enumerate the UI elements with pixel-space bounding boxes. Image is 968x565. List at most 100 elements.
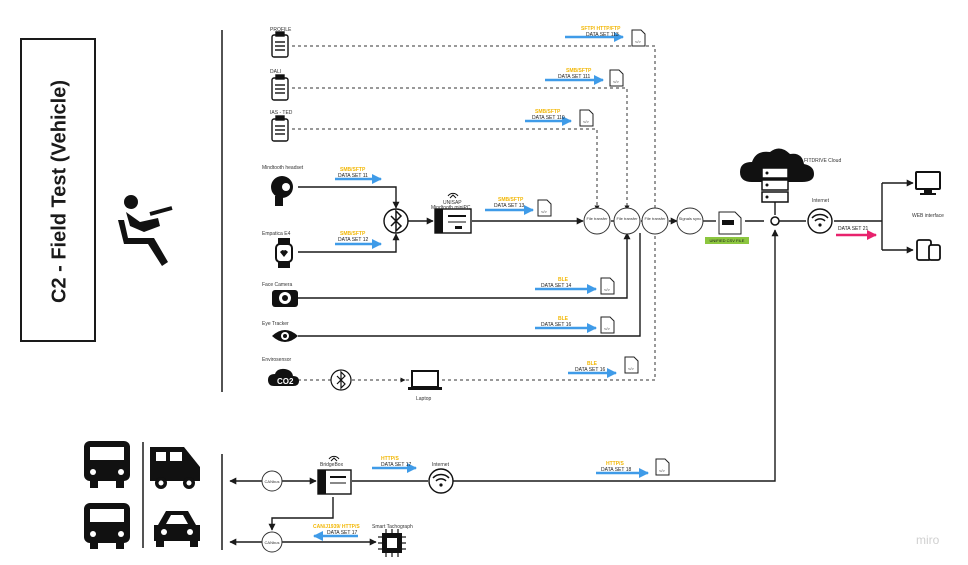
svg-text:</>: </> [659, 468, 665, 473]
van-icon [150, 447, 200, 489]
dataset-emp: DATA SET 12 [338, 237, 369, 243]
bluetooth-icon-main [383, 208, 409, 234]
clipboard-icon-dali [271, 74, 289, 101]
bus-icon-top [84, 441, 130, 488]
tablet-icon [916, 239, 941, 261]
clipboard-icon-profile [271, 31, 289, 58]
server-cloud-icon [740, 148, 814, 226]
bridge-to-cloud [453, 229, 779, 482]
svg-text:</>: </> [604, 326, 610, 331]
profile-link [292, 45, 656, 210]
label-tachograph: Smart Tachograph [372, 524, 413, 530]
file-icon-eye: </> [600, 316, 615, 334]
eye-link [298, 233, 641, 337]
svg-text:</>: </> [628, 366, 634, 371]
svg-text:</>: </> [613, 79, 619, 84]
emp-to-bt [298, 233, 400, 253]
protocol-dali: SMB/SFTP [566, 68, 592, 74]
file-icon-face: </> [600, 277, 615, 295]
protocol-bridge: HTTP/S [381, 456, 399, 462]
bluetooth-icon-env [330, 369, 352, 391]
csv-file-tag: UNIFIED CSV FILE [705, 237, 749, 244]
desktop-icon [915, 171, 941, 195]
canbus-node-2 [261, 531, 283, 553]
label-transfer-3: File transfer [644, 216, 666, 221]
env-link [298, 232, 656, 381]
label-internet-bottom: Internet [432, 462, 449, 468]
label-unisap-sub: Mindtooth miniPC [431, 205, 471, 211]
file-icon-unisap: </> [537, 199, 552, 217]
label-sync: Signals sync [678, 216, 702, 221]
label-bridgebox: BridgeBox [320, 462, 344, 468]
face-link [298, 232, 631, 299]
label-empatica: Empatica E4 [262, 231, 291, 237]
dataset-web: DATA SET 21 [838, 226, 869, 232]
file-icon-profile: </> [631, 29, 646, 47]
transfer-node-3 [641, 207, 669, 235]
dataset-bridge: DATA SET 17 [381, 462, 412, 468]
label-transfer-2: File transfer [616, 216, 638, 221]
file-icon-csv [718, 211, 742, 235]
minipc-icon [434, 192, 472, 234]
dataset-tacho: DATA SET 17 [327, 530, 358, 536]
label-profile: PROFILE [270, 27, 292, 33]
wifi-icon-bottom [428, 468, 454, 494]
mind-to-bt [298, 186, 400, 209]
sync-node [676, 207, 704, 235]
headset-icon [271, 176, 293, 206]
svg-text:</>: </> [541, 209, 547, 214]
car-icon [154, 511, 200, 547]
protocol-env: BLE [587, 361, 597, 367]
bridgebox-icon [317, 455, 352, 495]
file-icon-env: </> [624, 356, 639, 374]
transfer-node-1 [583, 207, 611, 235]
protocol-emp: SMB/SFTP [340, 231, 366, 237]
label-laptop: Laptop [416, 396, 432, 402]
label-envirosensor: Envirosensor [262, 357, 292, 363]
label-canbus-1: CANbus [264, 479, 280, 484]
label-face: Face Camera [262, 282, 293, 288]
label-dali: DALI [270, 69, 282, 75]
protocol-tacho: CAN/J1939/ HTTP/S [313, 524, 360, 530]
transfer-node-2 [613, 207, 641, 235]
label-transfer-1: File transfer [586, 216, 608, 221]
laptop-icon [408, 370, 442, 390]
dataset-profile: DATA SET 113 [586, 32, 619, 38]
protocol-face: BLE [558, 277, 568, 283]
watch-icon [275, 238, 293, 268]
wifi-icon-top [807, 208, 833, 234]
svg-text:</>: </> [604, 287, 610, 292]
label-unisap: UNISAP [443, 200, 462, 206]
protocol-mind: SMB/SFTP [340, 167, 366, 173]
label-cloud: FITDRIVE Cloud [804, 158, 842, 164]
dali-link [292, 87, 630, 211]
protocol-eye: BLE [558, 316, 568, 322]
driver-seat-icon [118, 195, 173, 266]
file-icon-bridge-cloud: </> [655, 458, 670, 476]
clipboard-icon-ias [271, 115, 289, 142]
bridge-canbus2 [268, 497, 334, 531]
file-icon-ias: </> [579, 109, 594, 127]
label-ias: IAS - TED [270, 110, 293, 116]
dataset-ias: DATA SET 110 [532, 115, 565, 121]
svg-text:</>: </> [635, 39, 641, 44]
canbus-node-1 [261, 470, 283, 492]
dataset-bridge-cloud: DATA SET 18 [601, 467, 632, 473]
svg-text:CO2: CO2 [277, 377, 294, 386]
chip-icon [378, 529, 406, 557]
eye-icon [272, 330, 298, 342]
protocol-unisap: SMB/SFTP [498, 197, 524, 203]
ias-link [292, 128, 600, 211]
dataset-eye: DATA SET 16 [541, 322, 572, 328]
miro-watermark: miro [916, 533, 940, 547]
protocol-bridge-cloud: HTTP/S [606, 461, 624, 467]
dataset-dali: DATA SET 111 [558, 74, 591, 80]
bus-icon-bottom [84, 503, 130, 549]
protocol-ias: SMB/SFTP [535, 109, 561, 115]
dataset-env: DATA SET 16 [575, 367, 606, 373]
label-eye: Eye Tracker [262, 321, 289, 327]
camera-icon [272, 290, 298, 307]
dataset-face: DATA SET 14 [541, 283, 572, 289]
title-box: C2 - Field Test (Vehicle) [20, 38, 96, 342]
